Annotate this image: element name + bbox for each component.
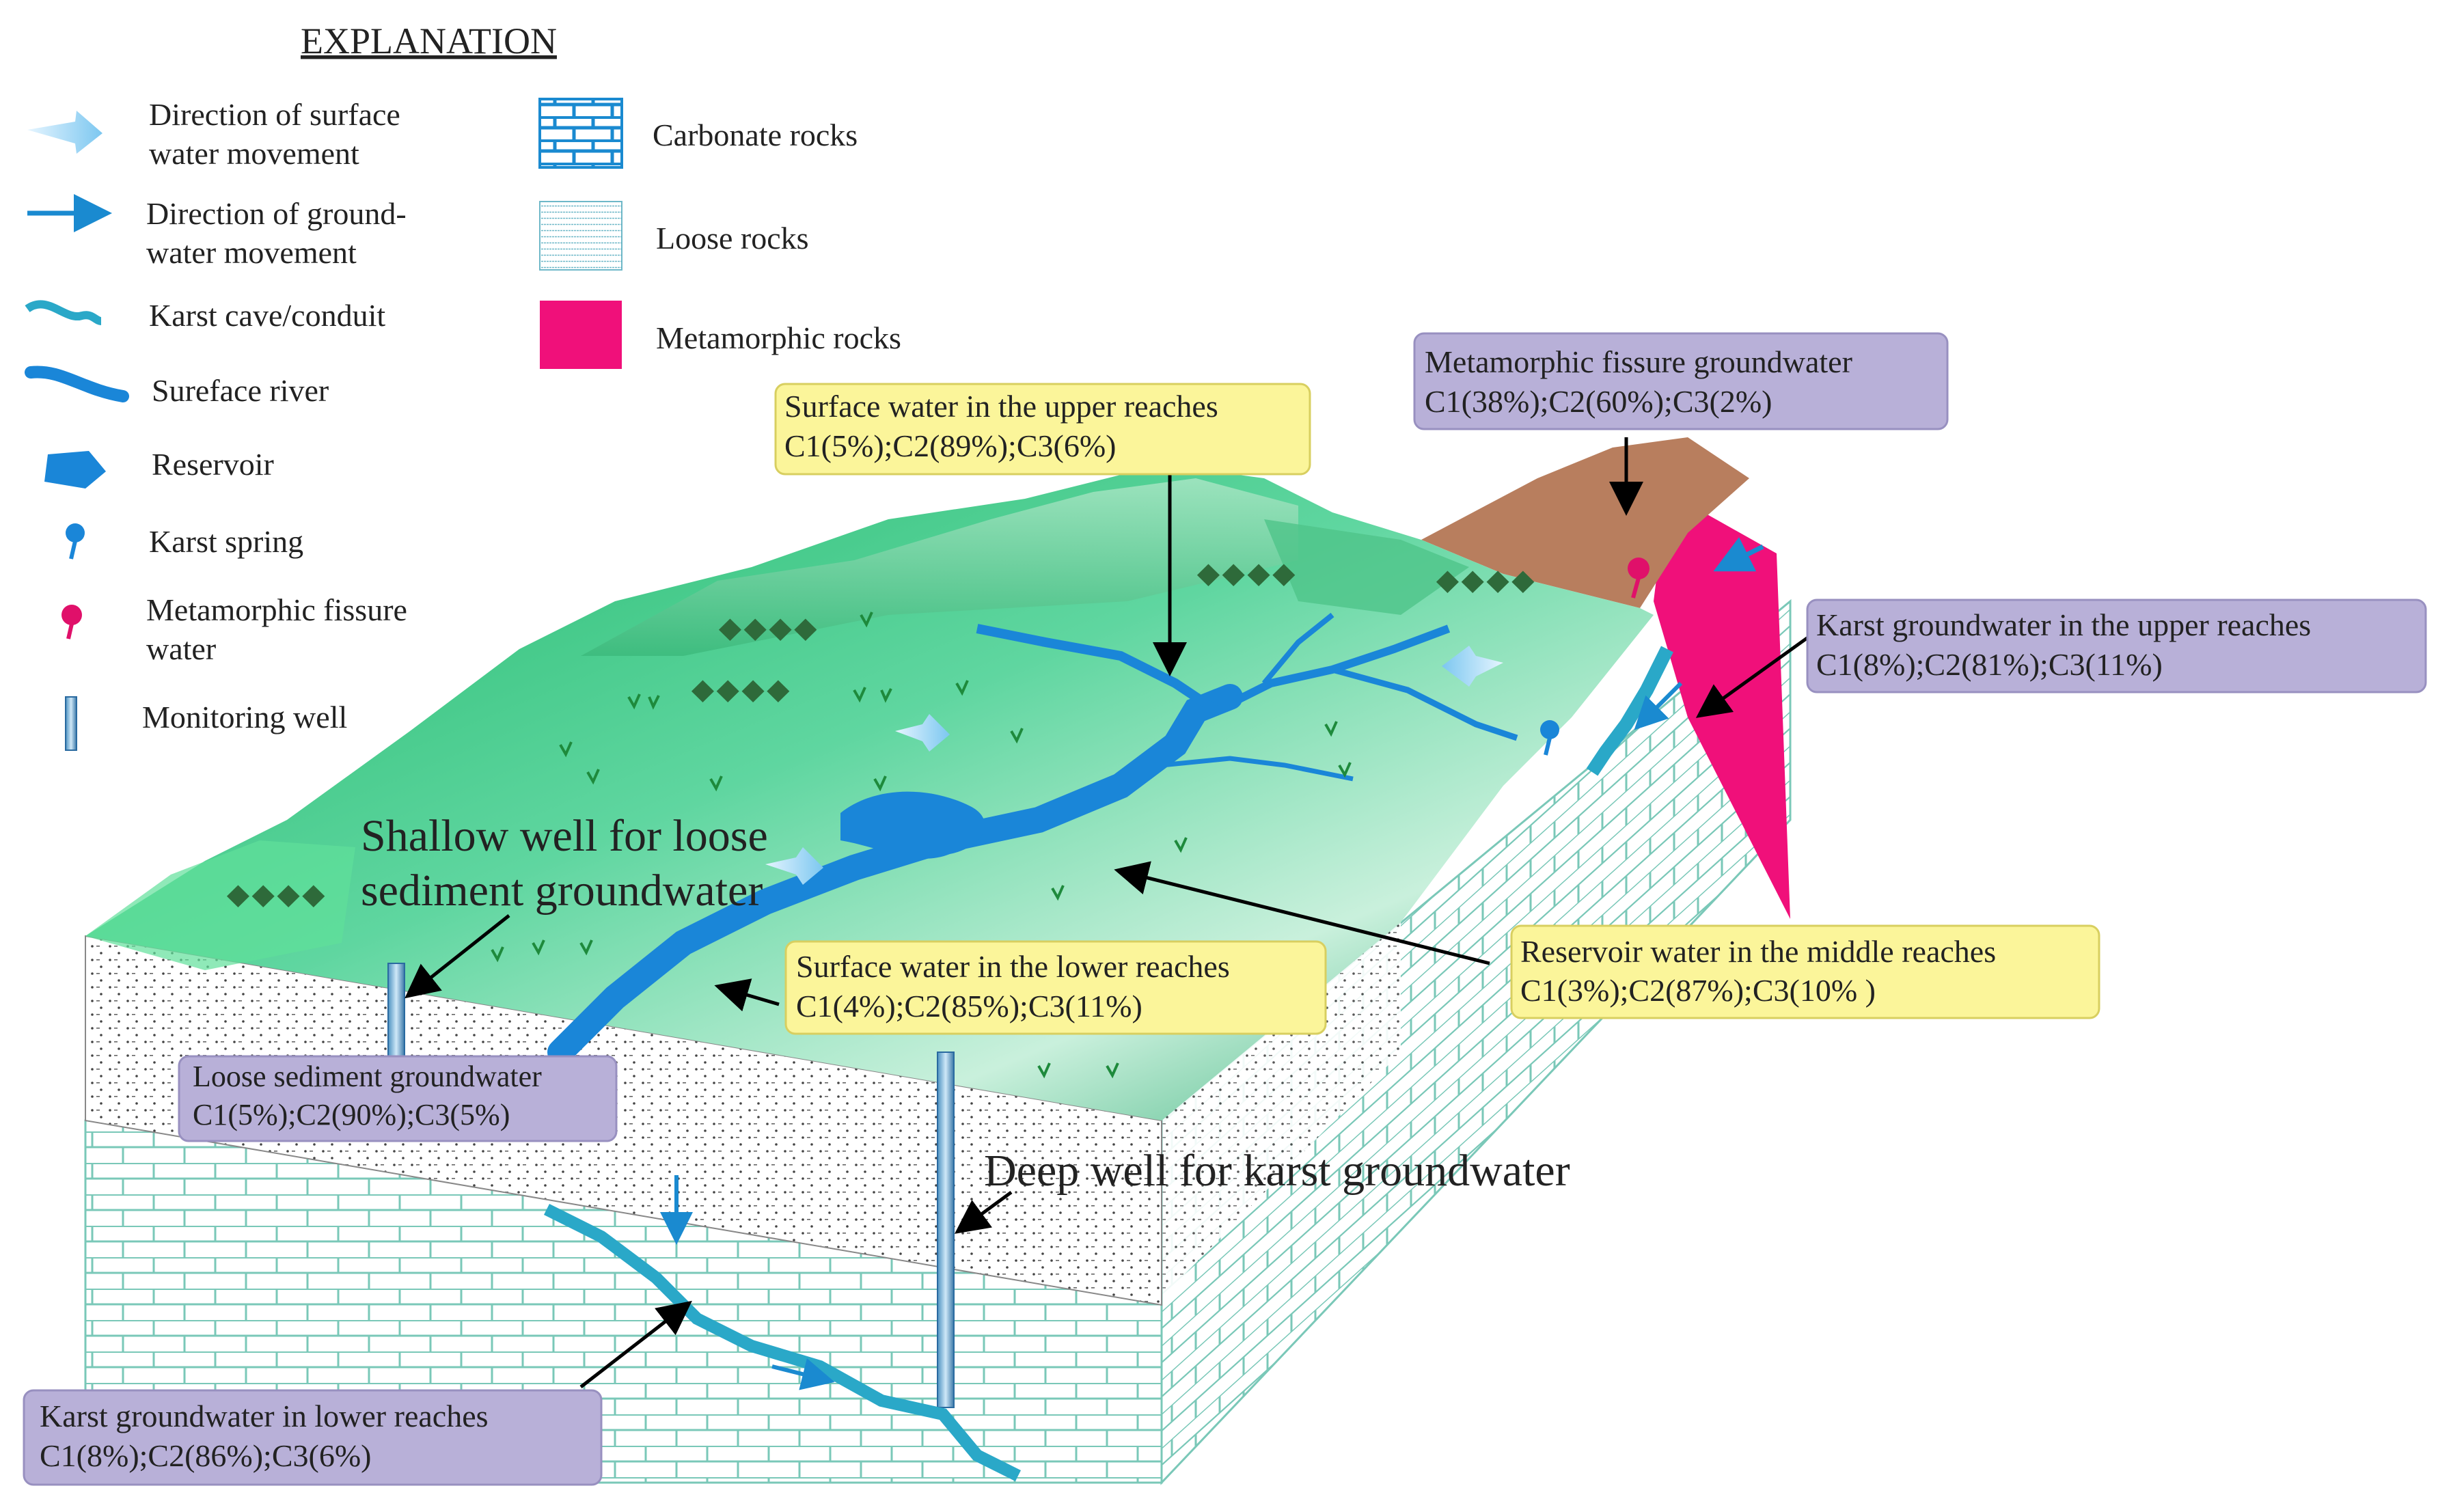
loose-rocks-swatch: [539, 201, 622, 271]
legend-label-karst-conduit: Karst cave/conduit: [149, 298, 385, 333]
legend-label-metamorphic-fissure-2: water: [146, 631, 216, 666]
svg-text:Loose sediment groundwater: Loose sediment groundwater C1(5%);C2(90%…: [193, 1060, 549, 1131]
svg-text:Karst groundwater in lower rea: Karst groundwater in lower reaches C1(8%…: [40, 1399, 496, 1473]
svg-text:Direction of surface wat: Direction of surface water movement Dire…: [142, 97, 415, 734]
karst-conduit-upper: [1586, 646, 1673, 776]
carbonate-rocks-swatch: [538, 98, 623, 169]
callout-loose-sediment-title: Loose sediment groundwater: [193, 1060, 542, 1093]
forest-markers: ⯁⯁⯁⯁ ⯁⯁⯁⯁ ⯁⯁⯁⯁ ⯁⯁⯁⯁ ⯁⯁⯁⯁: [225, 560, 1535, 916]
legend-label-monitoring-well: Monitoring well: [142, 700, 347, 734]
callout-karst-lower-values: C1(8%);C2(86%);C3(6%): [40, 1438, 371, 1473]
svg-text:Surface water in the upper rea: Surface water in the upper reaches C1(5%…: [784, 389, 1226, 463]
legend-label-groundwater-flow-1: Direction of ground-: [146, 196, 407, 231]
deep-well-annotation: Deep well for karst groundwater: [984, 1146, 1570, 1196]
surface-flow-arrow-icon: [27, 111, 102, 154]
shallow-well-annotation-line-2: sediment groundwater: [361, 866, 763, 916]
legend-label-groundwater-flow-2: water movement: [146, 235, 357, 270]
shallow-well-annotation: Shallow well for loose sediment groundwa…: [361, 811, 779, 916]
svg-text:⯁⯁⯁⯁: ⯁⯁⯁⯁: [717, 614, 818, 649]
callout-surface-upper-title: Surface water in the upper reaches: [784, 389, 1218, 424]
callout-loose-sediment-values: C1(5%);C2(90%);C3(5%): [193, 1098, 510, 1131]
karst-spring-icon: [66, 523, 85, 560]
leader-arrows: [405, 437, 1812, 1388]
legend-label-surface-flow-2: water movement: [149, 136, 359, 171]
deep-monitoring-well: [937, 1051, 955, 1408]
legend-label-metamorphic-rocks: Metamorphic rocks: [656, 320, 901, 355]
callout-loose-sediment: Loose sediment groundwater C1(5%);C2(90%…: [178, 1055, 618, 1142]
surface-river-icon: [25, 366, 129, 402]
callout-metamorphic-fissure: Metamorphic fissure groundwater C1(38%);…: [1413, 332, 1949, 430]
metamorphic-rocks-swatch: [540, 301, 622, 369]
karst-conduit-icon: [25, 300, 102, 325]
callout-reservoir-middle-title: Reservoir water in the middle reaches: [1520, 934, 1996, 969]
callout-karst-upper-title: Karst groundwater in the upper reaches: [1816, 607, 2311, 642]
legend-label-karst-spring: Karst spring: [149, 524, 303, 559]
callout-surface-upper: Surface water in the upper reaches C1(5%…: [774, 383, 1311, 476]
callout-surface-lower-title: Surface water in the lower reaches: [796, 949, 1230, 984]
legend-label-reservoir: Reservoir: [152, 447, 274, 482]
svg-text:⯁⯁⯁⯁: ⯁⯁⯁⯁: [690, 676, 791, 711]
callout-karst-upper: Karst groundwater in the upper reaches C…: [1806, 599, 2427, 693]
reservoir-icon: [44, 451, 106, 489]
callout-surface-lower: Surface water in the lower reaches C1(4%…: [784, 940, 1327, 1035]
legend-label-surface-flow-1: Direction of surface: [149, 97, 400, 132]
reservoir: [840, 791, 985, 859]
legend-label-carbonate-rocks: Carbonate rocks: [653, 118, 858, 152]
legend-label-loose-rocks: Loose rocks: [656, 221, 809, 256]
karst-spring: [1540, 720, 1559, 756]
svg-text:Surface water in the lower rea: Surface water in the lower reaches C1(4%…: [796, 949, 1237, 1023]
karst-conduit-lower: [543, 1203, 1022, 1482]
metamorphic-fissure-water-icon: [61, 605, 82, 640]
callout-reservoir-middle-values: C1(3%);C2(87%);C3(10% ): [1520, 973, 1876, 1008]
svg-text:⯁⯁⯁⯁: ⯁⯁⯁⯁: [1196, 560, 1296, 594]
svg-text:⯁⯁⯁⯁: ⯁⯁⯁⯁: [1435, 566, 1535, 601]
callout-metamorphic-fissure-values: C1(38%);C2(60%);C3(2%): [1425, 384, 1772, 419]
callout-karst-upper-values: C1(8%);C2(81%);C3(11%): [1816, 647, 2163, 682]
legend-label-surface-river: Sureface river: [152, 373, 329, 408]
svg-text:⯁⯁⯁⯁: ⯁⯁⯁⯁: [225, 881, 326, 916]
metamorphic-mountain: [1421, 437, 1749, 608]
callout-karst-lower: Karst groundwater in lower reaches C1(8%…: [23, 1389, 603, 1486]
legend: EXPLANATION Direction of surface water m…: [25, 20, 901, 751]
callout-surface-lower-values: C1(4%);C2(85%);C3(11%): [796, 989, 1142, 1023]
svg-text:Carbonate rocks Loose ro: Carbonate rocks Loose rocks Metamorphic …: [653, 118, 901, 355]
callout-surface-upper-values: C1(5%);C2(89%);C3(6%): [784, 428, 1116, 463]
callout-karst-lower-title: Karst groundwater in lower reaches: [40, 1399, 489, 1433]
svg-text:Karst groundwater in the upper: Karst groundwater in the upper reaches C…: [1816, 607, 2319, 682]
monitoring-well-icon: [65, 696, 77, 751]
callout-reservoir-middle: Reservoir water in the middle reaches C1…: [1510, 924, 2100, 1019]
legend-label-metamorphic-fissure-1: Metamorphic fissure: [146, 592, 407, 627]
callout-metamorphic-fissure-title: Metamorphic fissure groundwater: [1425, 344, 1852, 379]
grass-markers: [491, 611, 1352, 1079]
shallow-well-annotation-line-1: Shallow well for loose: [361, 811, 768, 861]
deep-well-annotation-line-1: Deep well for karst groundwater: [984, 1146, 1570, 1196]
surface-flow-arrows: [765, 646, 1503, 885]
svg-text:Metamorphic fissure groundwate: Metamorphic fissure groundwater C1(38%);…: [1425, 344, 1860, 419]
metamorphic-fissure-spring: [1628, 558, 1649, 599]
legend-title: EXPLANATION: [301, 20, 557, 61]
svg-text:Reservoir water in the middle: Reservoir water in the middle reaches C1…: [1520, 934, 2004, 1008]
